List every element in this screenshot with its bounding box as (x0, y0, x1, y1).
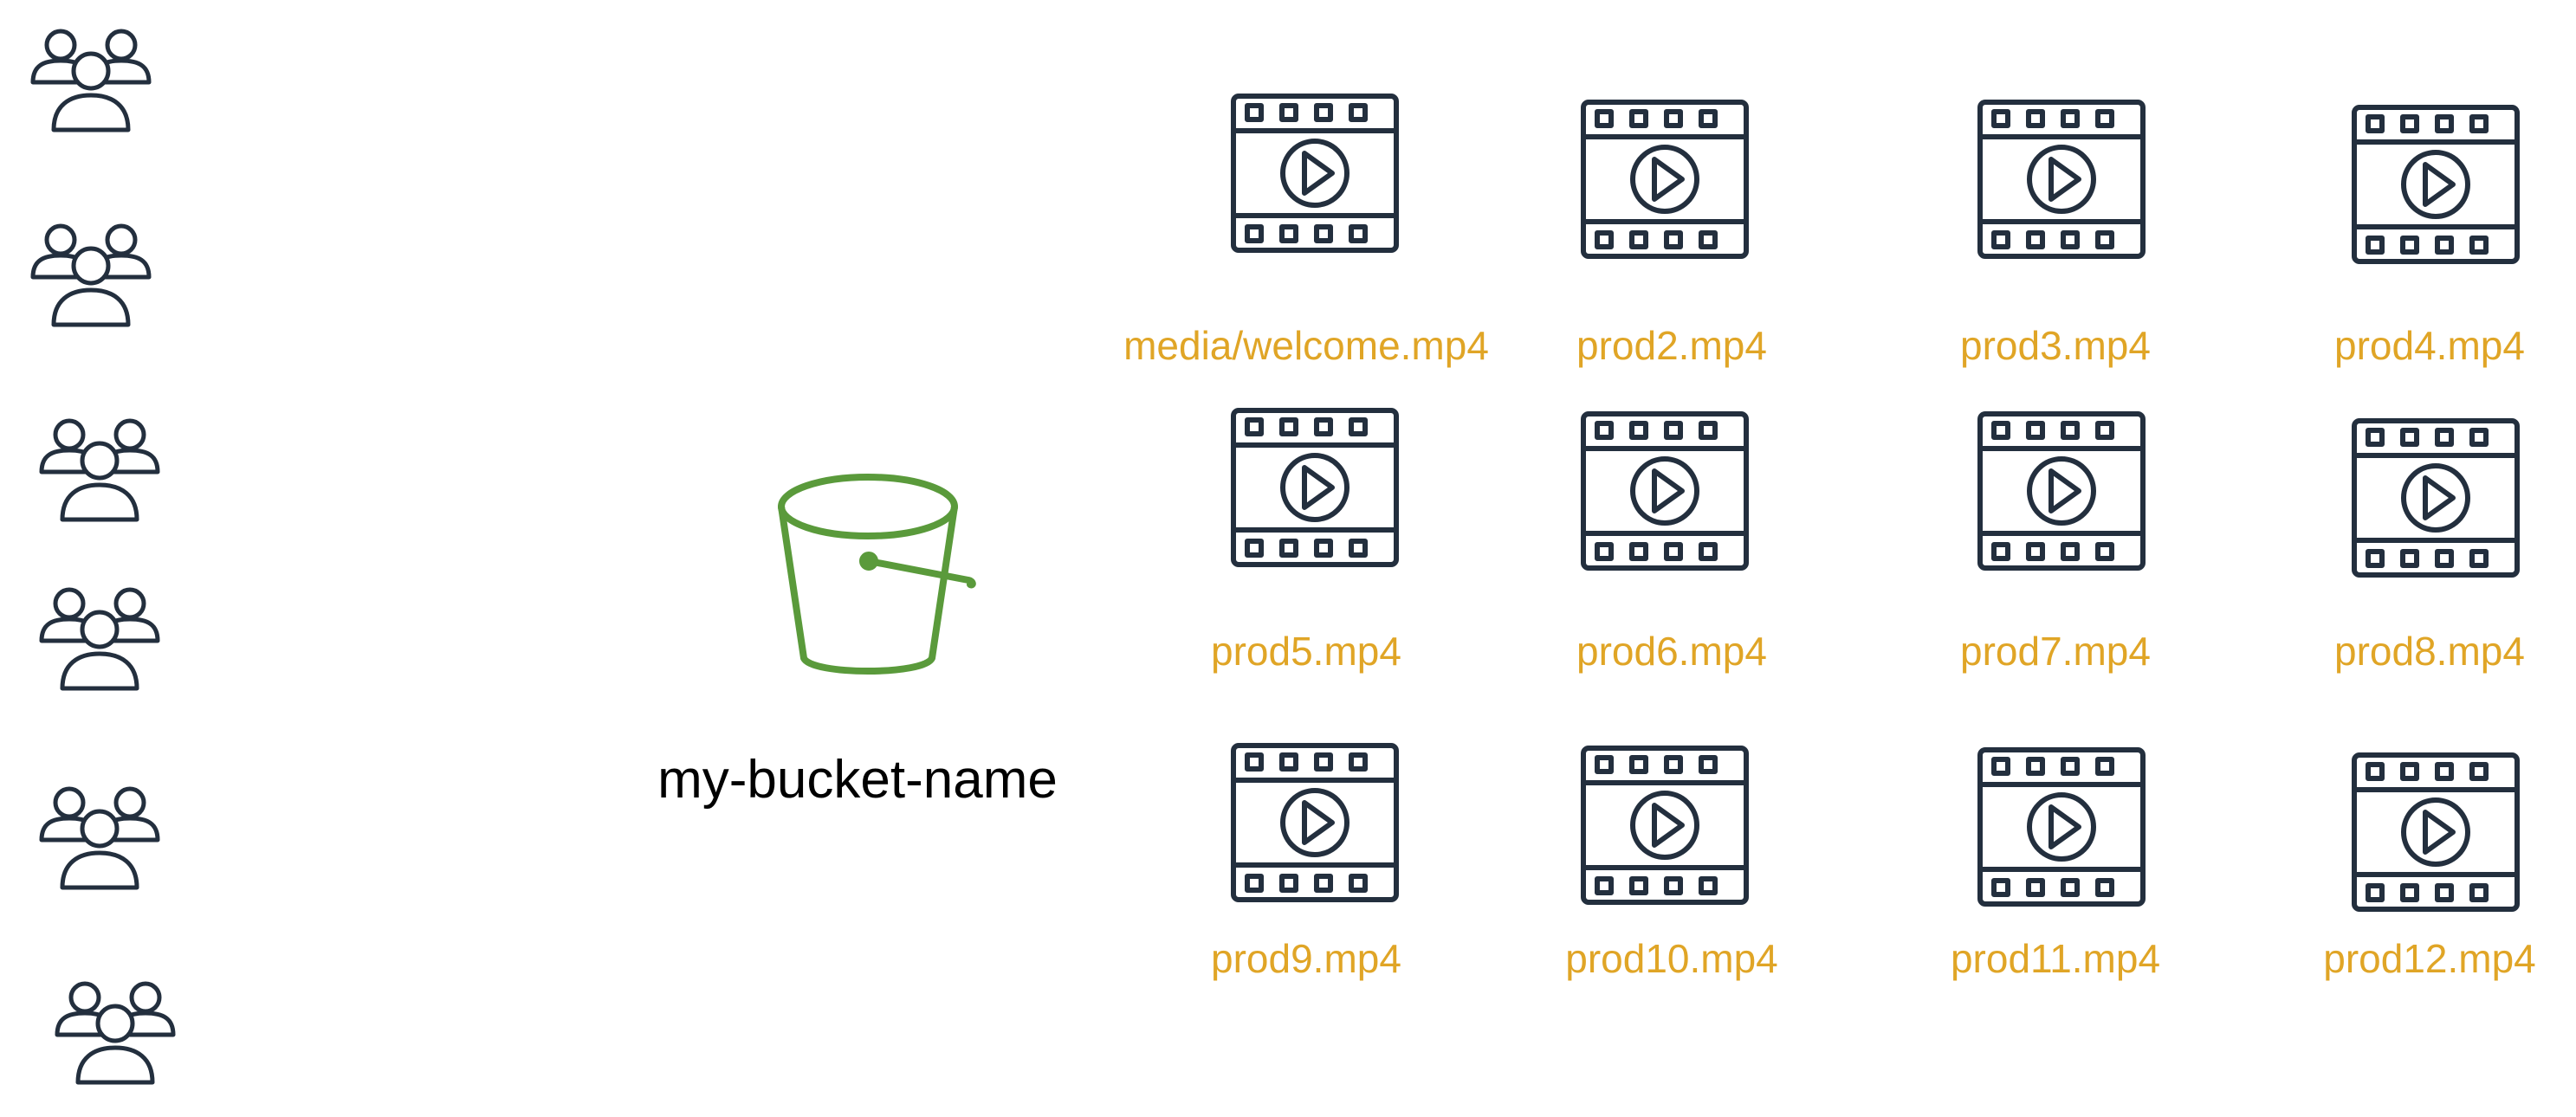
users-group-icon (26, 212, 156, 342)
video-file-icon (2349, 102, 2522, 267)
users-group-icon (35, 407, 165, 537)
video-file-icon (2349, 416, 2522, 580)
file-label: prod7.mp4 (1960, 629, 2151, 674)
file-label: prod9.mp4 (1211, 936, 1401, 981)
users-group-icon (26, 17, 156, 147)
video-file-icon (1578, 743, 1751, 907)
file-label: prod10.mp4 (1565, 936, 1778, 981)
file-label: media/welcome.mp4 (1123, 323, 1489, 368)
file-label: prod5.mp4 (1211, 629, 1401, 674)
file-label: prod4.mp4 (2334, 323, 2525, 368)
video-file-icon (1228, 740, 1401, 905)
bucket-name-label: my-bucket-name (657, 750, 1058, 810)
video-file-icon (1228, 405, 1401, 570)
users-group-icon (35, 576, 165, 706)
file-label: prod11.mp4 (1950, 936, 2161, 981)
file-label: prod8.mp4 (2334, 629, 2525, 674)
video-file-icon (2349, 750, 2522, 914)
users-group-icon (35, 775, 165, 905)
video-file-icon (1975, 97, 2148, 261)
users-group-icon (50, 970, 180, 1100)
file-label: prod6.mp4 (1576, 629, 1767, 674)
file-label: prod2.mp4 (1576, 323, 1767, 368)
video-file-icon (1578, 409, 1751, 573)
file-label: prod3.mp4 (1960, 323, 2151, 368)
video-file-icon (1578, 97, 1751, 261)
video-file-icon (1228, 91, 1401, 255)
video-file-icon (1975, 409, 2148, 573)
file-label: prod12.mp4 (2323, 936, 2536, 981)
s3-bucket-icon (778, 474, 976, 675)
video-file-icon (1975, 745, 2148, 909)
